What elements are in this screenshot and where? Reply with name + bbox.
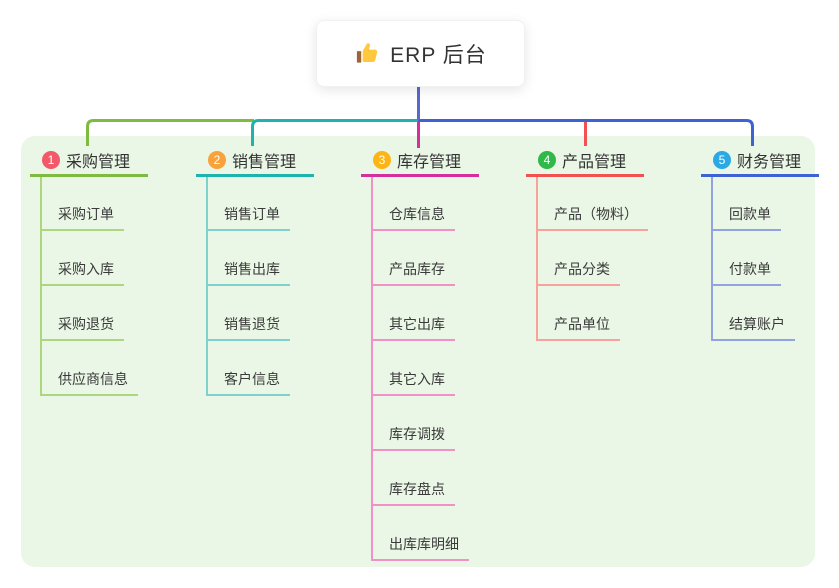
node-receipt-bill[interactable]: 回款单 xyxy=(711,203,781,231)
branch-finance-header[interactable]: 5 财务管理 xyxy=(701,146,819,177)
branch-child-line xyxy=(536,177,538,341)
node-product-stock[interactable]: 产品库存 xyxy=(371,258,455,286)
root-node[interactable]: ERP 后台 xyxy=(316,20,525,87)
node-supplier-info[interactable]: 供应商信息 xyxy=(40,368,138,396)
branch-number-badge: 4 xyxy=(538,151,556,169)
branch-inventory-label: 库存管理 xyxy=(397,154,462,171)
branch-sales-header[interactable]: 2 销售管理 xyxy=(196,146,314,177)
root-node-label: ERP 后台 xyxy=(390,43,487,67)
node-sales-order[interactable]: 销售订单 xyxy=(206,203,290,231)
node-product-category[interactable]: 产品分类 xyxy=(536,258,620,286)
branch-product: 4 产品管理 产品（物料） 产品分类 产品单位 xyxy=(526,146,648,341)
branch-number-badge: 1 xyxy=(42,151,60,169)
branches-panel xyxy=(21,136,815,567)
branch-product-label: 产品管理 xyxy=(562,154,627,171)
branch-child-line xyxy=(40,177,42,396)
node-purchase-return[interactable]: 采购退货 xyxy=(40,313,124,341)
node-other-outbound[interactable]: 其它出库 xyxy=(371,313,455,341)
node-purchase-inbound[interactable]: 采购入库 xyxy=(40,258,124,286)
node-warehouse-info[interactable]: 仓库信息 xyxy=(371,203,455,231)
branch-sales: 2 销售管理 销售订单 销售出库 销售退货 客户信息 xyxy=(196,146,314,396)
branch-purchase-header[interactable]: 1 采购管理 xyxy=(30,146,148,177)
node-customer-info[interactable]: 客户信息 xyxy=(206,368,290,396)
branch-child-line xyxy=(711,177,713,341)
node-purchase-order[interactable]: 采购订单 xyxy=(40,203,124,231)
thumbs-up-icon xyxy=(357,42,378,63)
branch-finance-label: 财务管理 xyxy=(737,154,802,171)
branch-inventory-header[interactable]: 3 库存管理 xyxy=(361,146,479,177)
branch-child-line xyxy=(371,177,373,561)
branch-purchase: 1 采购管理 采购订单 采购入库 采购退货 供应商信息 xyxy=(30,146,148,396)
node-sales-return[interactable]: 销售退货 xyxy=(206,313,290,341)
branch-product-header[interactable]: 4 产品管理 xyxy=(526,146,644,177)
node-product-unit[interactable]: 产品单位 xyxy=(536,313,620,341)
branch-number-badge: 5 xyxy=(713,151,731,169)
node-settlement-account[interactable]: 结算账户 xyxy=(711,313,795,341)
branch-number-badge: 3 xyxy=(373,151,391,169)
branch-finance: 5 财务管理 回款单 付款单 结算账户 xyxy=(701,146,819,341)
branch-inventory: 3 库存管理 仓库信息 产品库存 其它出库 其它入库 库存调拨 库存盘点 出库库… xyxy=(361,146,479,561)
branch-number-badge: 2 xyxy=(208,151,226,169)
branch-child-line xyxy=(206,177,208,396)
node-product-material[interactable]: 产品（物料） xyxy=(536,203,648,231)
node-payment-bill[interactable]: 付款单 xyxy=(711,258,781,286)
node-sales-outbound[interactable]: 销售出库 xyxy=(206,258,290,286)
branch-sales-label: 销售管理 xyxy=(232,154,297,171)
node-other-inbound[interactable]: 其它入库 xyxy=(371,368,455,396)
node-stock-taking[interactable]: 库存盘点 xyxy=(371,478,455,506)
node-stock-transfer[interactable]: 库存调拨 xyxy=(371,423,455,451)
branch-purchase-label: 采购管理 xyxy=(66,154,131,171)
node-outbound-detail[interactable]: 出库库明细 xyxy=(371,533,469,561)
